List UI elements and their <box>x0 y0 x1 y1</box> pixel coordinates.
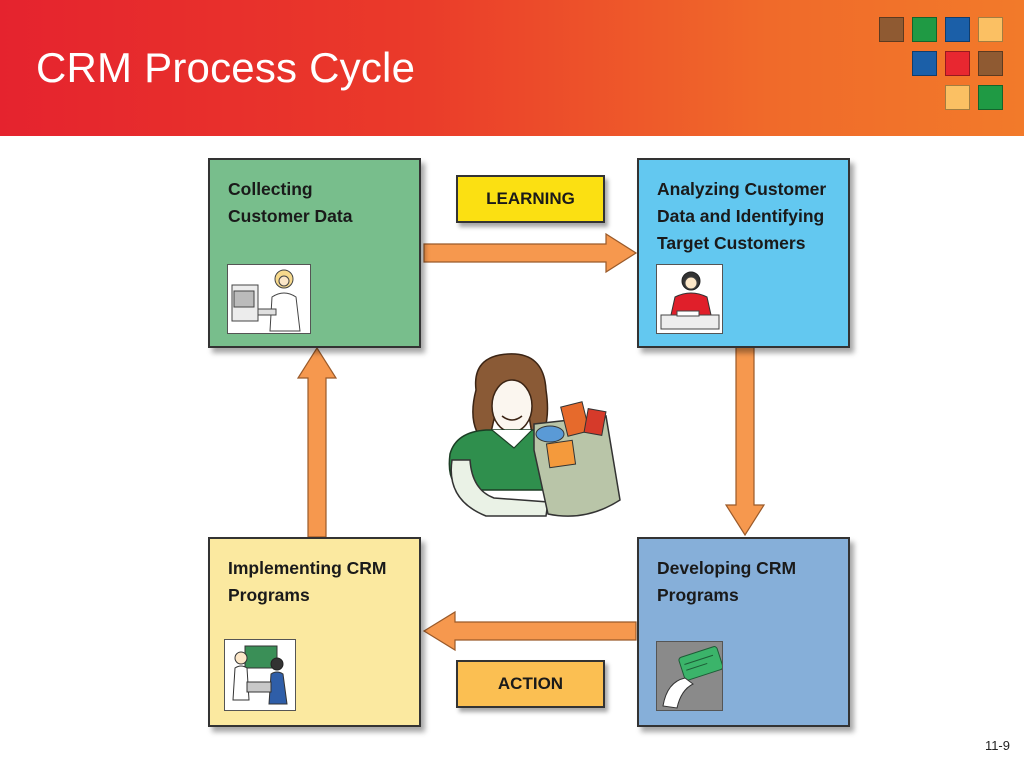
shopper-with-groceries-icon <box>436 350 626 530</box>
slide-number: 11-9 <box>984 738 1010 753</box>
logo-square <box>912 51 937 76</box>
arrow-up-left <box>296 346 338 538</box>
stage-developing-box: Developing CRM Programs <box>637 537 850 727</box>
header-banner: CRM Process Cycle <box>0 0 1024 136</box>
logo-square <box>978 85 1003 110</box>
slide-title: CRM Process Cycle <box>36 44 416 91</box>
stage-implementing-label: Implementing CRM Programs <box>228 558 387 605</box>
arrow-left-bottom <box>422 610 637 652</box>
learning-tag: LEARNING <box>456 175 605 223</box>
logo-square <box>978 51 1003 76</box>
stage-implementing-box: Implementing CRM Programs <box>208 537 421 727</box>
logo-square <box>945 17 970 42</box>
stage-developing-label: Developing CRM Programs <box>657 558 797 605</box>
credit-card-in-hand-icon <box>656 641 724 711</box>
stage-analyzing-box: Analyzing Customer Data and Identifying … <box>637 158 850 348</box>
arrow-down-right <box>724 346 766 537</box>
logo-square <box>945 51 970 76</box>
arrow-right-top <box>423 232 638 274</box>
clerk-at-computer-icon <box>227 264 311 334</box>
stage-collecting-box: Collecting Customer Data <box>208 158 421 348</box>
analyst-at-desk-icon <box>656 264 723 334</box>
logo-square <box>912 17 937 42</box>
stage-analyzing-label: Analyzing Customer Data and Identifying … <box>657 179 827 253</box>
action-tag: ACTION <box>456 660 605 708</box>
logo-square <box>945 85 970 110</box>
logo-square <box>978 17 1003 42</box>
logo-square <box>879 17 904 42</box>
store-transaction-icon <box>224 639 296 711</box>
stage-collecting-label: Collecting Customer Data <box>228 179 353 226</box>
